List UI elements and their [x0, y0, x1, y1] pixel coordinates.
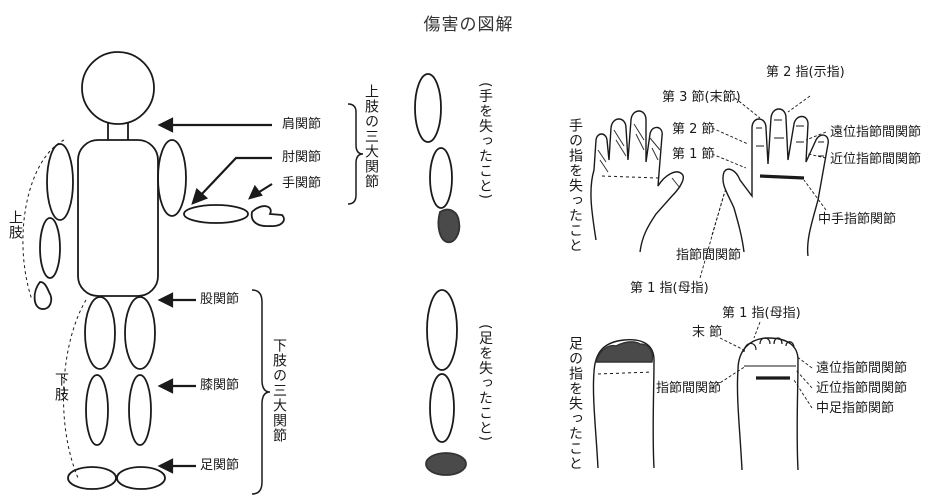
left-foot — [67, 466, 117, 490]
label-lost-hand: (手を失ったこと) — [477, 82, 493, 200]
left-hand — [33, 281, 53, 310]
mcp-thick-line — [759, 174, 805, 180]
right-shin — [128, 374, 152, 446]
left-foot-dashes — [597, 371, 653, 375]
lost-hand-limb — [414, 73, 461, 244]
leg-upper-segment — [426, 289, 458, 371]
label-third-joint: 第 3 節(末節) — [662, 90, 741, 105]
shoulder-arrowhead — [157, 117, 174, 133]
label-lost-foot: (足を失ったこと) — [477, 324, 493, 442]
arm-lower-segment — [429, 147, 453, 209]
right-hand-outline — [722, 108, 829, 257]
label-second-finger: 第 2 指(示指) — [766, 65, 845, 80]
left-thigh — [84, 296, 116, 370]
label-thumb: 第 1 指(母指) — [630, 281, 709, 296]
label-shoulder-joint: 肩関節 — [282, 117, 322, 132]
torso — [77, 139, 159, 297]
label-lower-limb-joints: 下肢の三大関節 — [271, 338, 287, 443]
label-hand-ip: 指節間関節 — [676, 248, 742, 263]
body-arrows — [157, 117, 273, 474]
arm-upper-segment — [414, 73, 442, 143]
label-hand-mcp: 中手指節関節 — [818, 212, 897, 227]
head — [81, 51, 155, 125]
right-forearm — [183, 204, 249, 224]
elbow-arrowhead — [191, 188, 209, 205]
right-foot-toes — [743, 337, 795, 353]
left-knuckle-dashes — [601, 175, 659, 179]
label-knee-joint: 膝関節 — [200, 378, 240, 393]
left-foot-drawing — [592, 339, 655, 469]
left-forearm — [39, 217, 61, 279]
limb-dashed-outlines — [22, 139, 87, 479]
label-foot-ip: 指節間関節 — [656, 381, 722, 396]
label-hand-dip: 遠位指節間関節 — [830, 125, 922, 140]
left-hand-shading — [597, 123, 681, 189]
left-hand-outline — [590, 110, 684, 253]
knee-arrowhead — [157, 378, 174, 394]
label-ankle-joint: 足関節 — [200, 458, 240, 473]
hip-arrowhead — [157, 292, 174, 308]
left-shin — [85, 374, 109, 446]
right-foot — [116, 466, 166, 490]
lower-joint-brace — [251, 289, 271, 495]
ankle-arrowhead — [157, 458, 174, 474]
upper-joint-brace — [347, 103, 364, 205]
body-figure — [33, 51, 285, 490]
hand-caption: 手の指を失ったこと — [567, 118, 583, 253]
label-elbow-joint: 肘関節 — [282, 150, 322, 165]
label-lower-limb: 下肢 — [53, 372, 69, 402]
lost-foot-shaded — [425, 452, 467, 476]
right-upper-arm — [157, 139, 187, 217]
label-end-joint: 末 節 — [692, 325, 723, 340]
left-foot-toes-shaded — [595, 341, 654, 363]
foot-caption: 足の指を失ったこと — [567, 336, 583, 471]
hand-leader-lines — [699, 95, 827, 279]
label-first-toe: 第 1 指(母指) — [722, 306, 801, 321]
right-thigh — [124, 296, 156, 370]
lost-hand-shaded — [437, 208, 461, 244]
right-foot-outline — [736, 337, 799, 471]
wrist-arrowhead — [248, 184, 263, 200]
label-upper-limb-joints: 上肢の三大関節 — [363, 84, 379, 189]
label-hand-pip: 近位指節間関節 — [830, 152, 922, 167]
label-foot-pip: 近位指節間関節 — [816, 381, 908, 396]
diagram-title: 傷害の図解 — [423, 15, 514, 35]
braces — [251, 103, 364, 495]
foot-leader-lines — [711, 321, 813, 409]
leg-lower-segment — [429, 373, 455, 443]
label-first-joint: 第 1 節 — [672, 147, 715, 162]
upper-limb-dashes — [22, 139, 65, 301]
right-hand — [250, 205, 285, 227]
left-hand-drawing — [590, 110, 684, 253]
elbow-arrow-line — [199, 156, 272, 197]
left-foot-outline — [592, 339, 655, 469]
right-hand-drawing — [722, 108, 829, 257]
lost-foot-limb — [425, 289, 467, 476]
label-second-joint: 第 2 節 — [672, 122, 715, 137]
lower-limb-dashes — [63, 299, 87, 479]
right-finger-joint-lines — [756, 119, 824, 157]
label-foot-dip: 遠位指節間関節 — [816, 361, 908, 376]
label-wrist-joint: 手関節 — [282, 176, 322, 191]
label-upper-limb: 上肢 — [7, 210, 23, 240]
label-hip-joint: 股関節 — [200, 292, 240, 307]
label-foot-mtp: 中足指節関節 — [816, 401, 895, 416]
left-upper-arm — [46, 143, 74, 221]
right-foot-drawing — [736, 337, 799, 471]
